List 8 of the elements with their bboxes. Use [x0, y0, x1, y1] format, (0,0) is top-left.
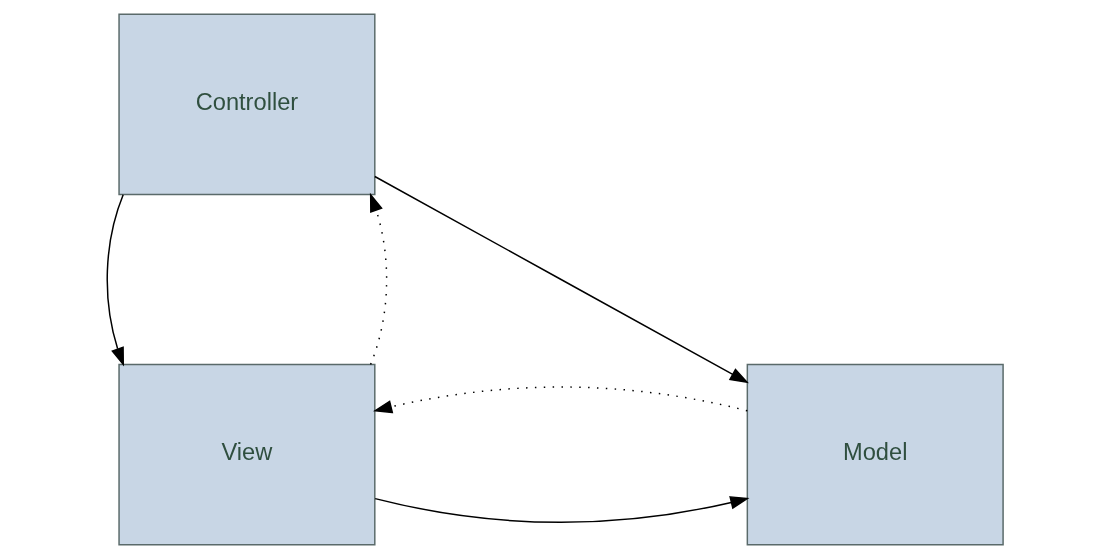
- node-box: Controller: [117, 13, 376, 196]
- arrow: [106, 194, 124, 367]
- arrow: [373, 175, 749, 384]
- node-box: View: [117, 363, 376, 546]
- arrow: [373, 496, 749, 523]
- arrow: [372, 386, 748, 414]
- node-box: Model: [746, 363, 1004, 546]
- arrow: [369, 192, 387, 366]
